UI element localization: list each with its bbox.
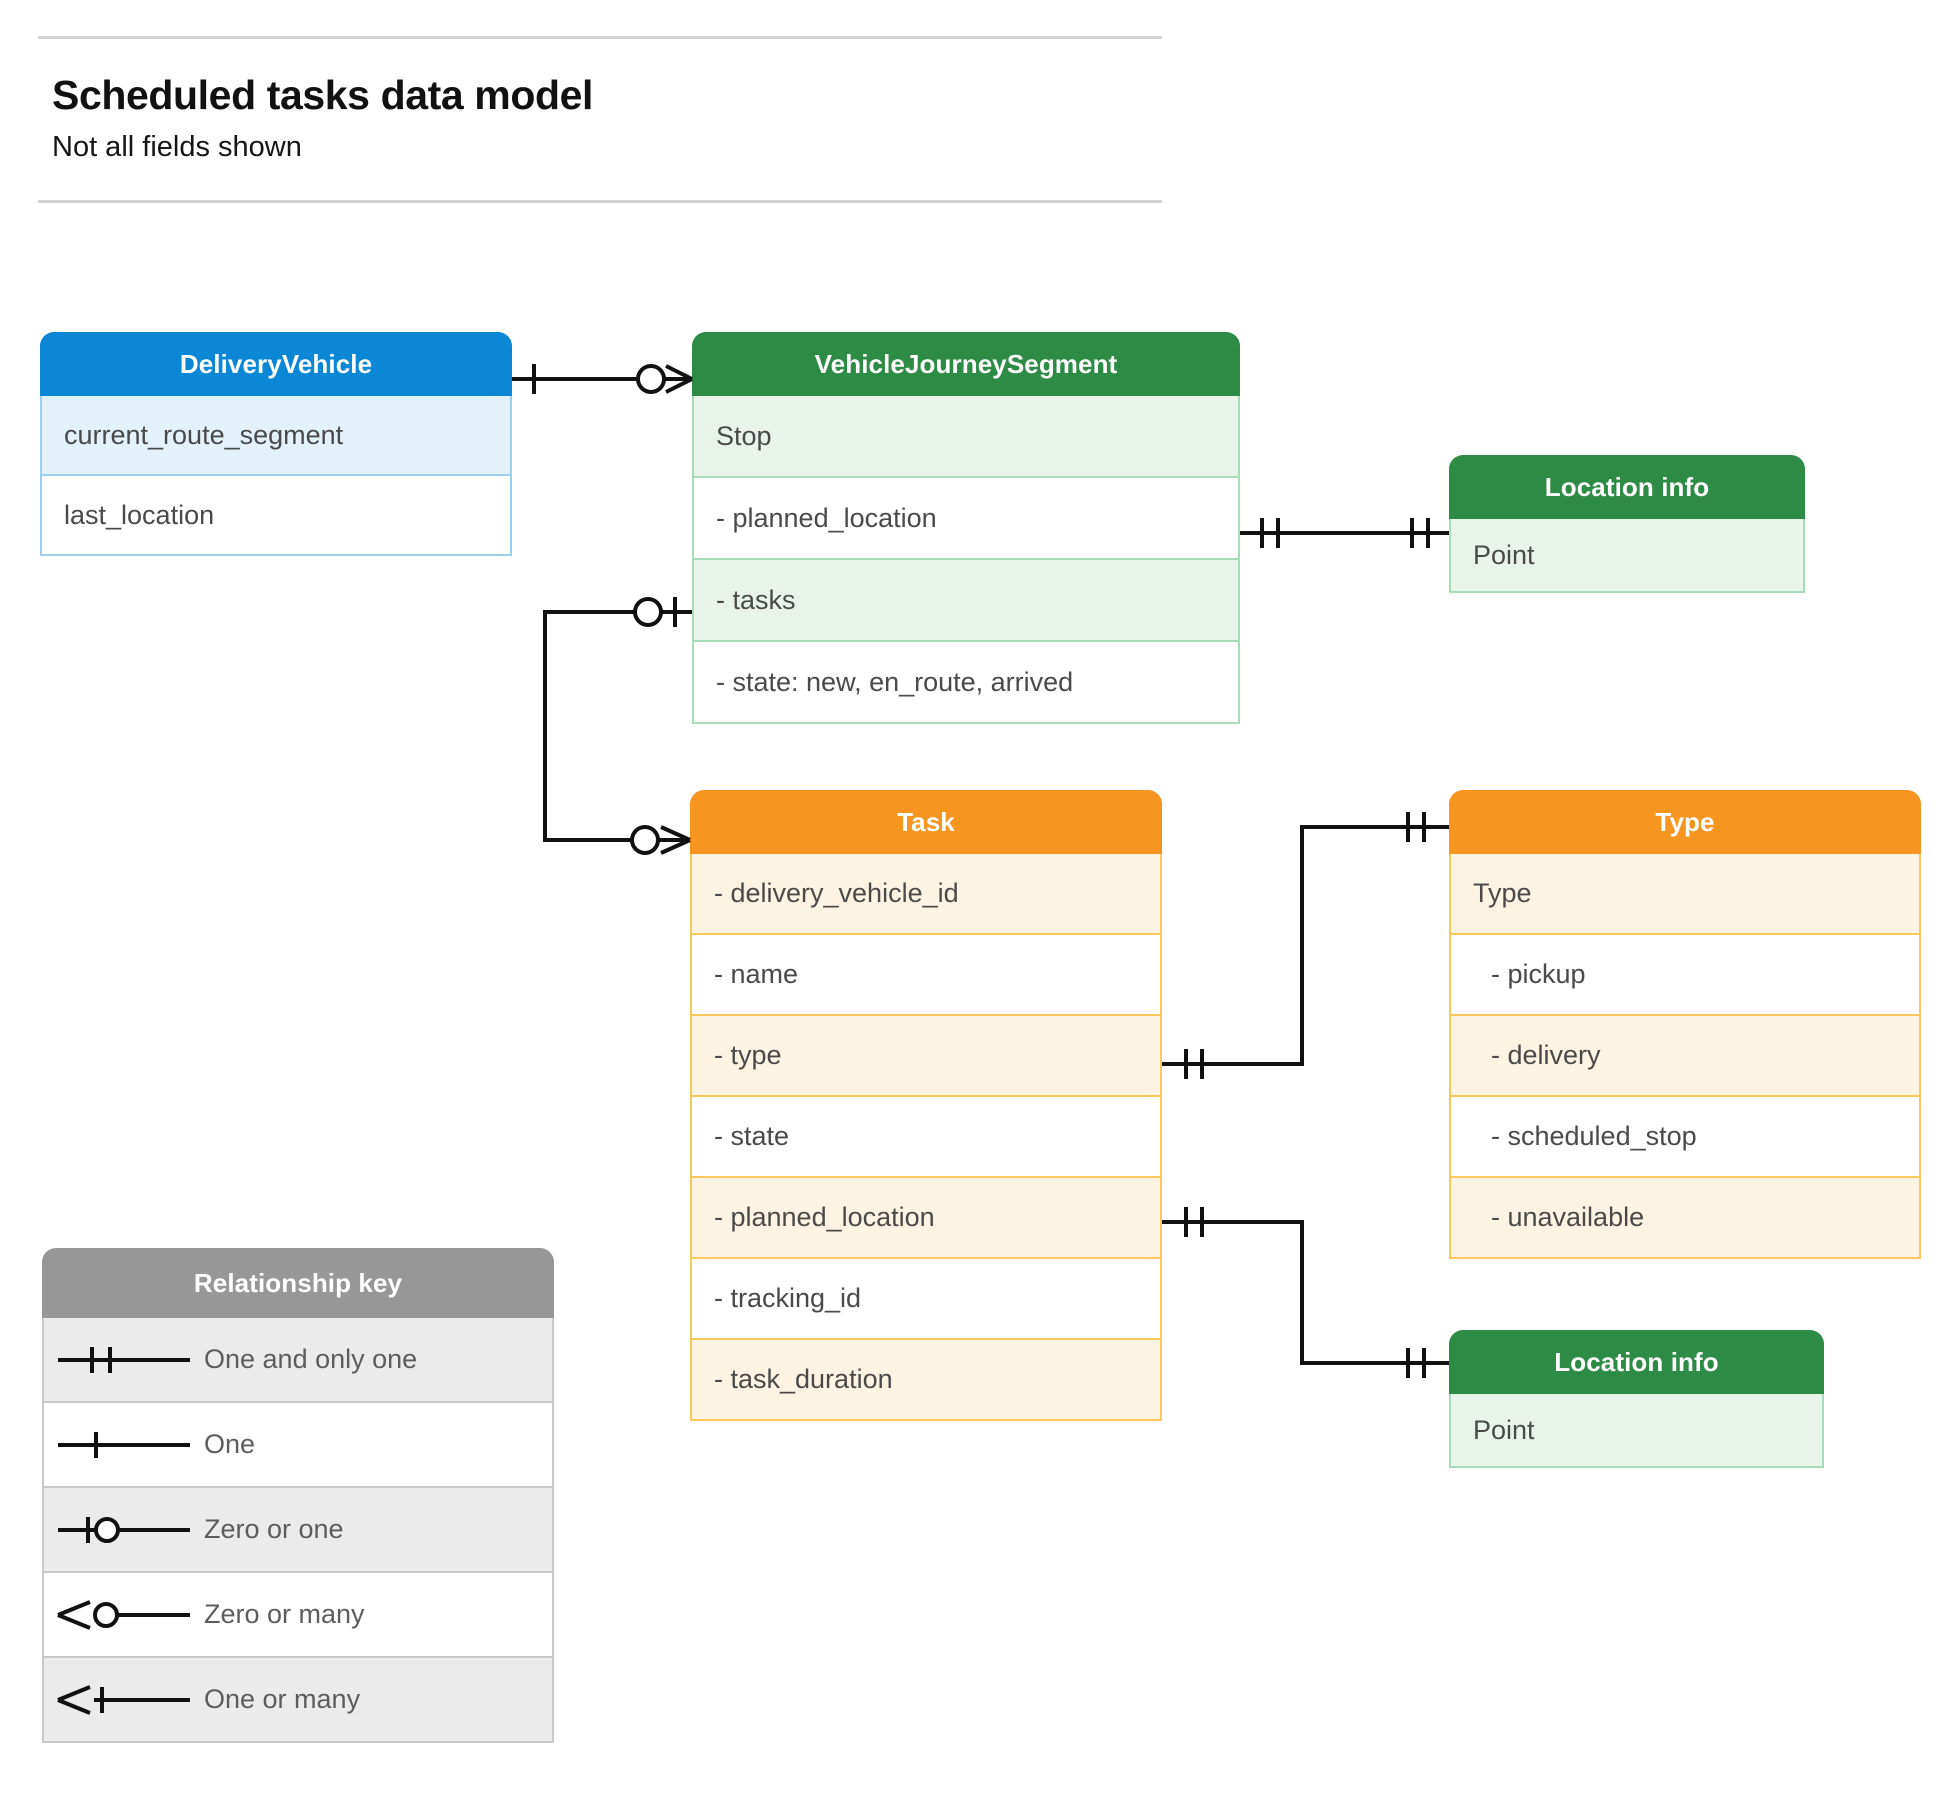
field-task-state: - state bbox=[690, 1097, 1162, 1178]
field-type-type: Type bbox=[1449, 854, 1921, 935]
one-and-only-one-icon bbox=[44, 1340, 204, 1380]
legend-label-zero-or-many: Zero or many bbox=[204, 1599, 365, 1629]
entity-type-title: Type bbox=[1449, 790, 1921, 854]
connector-vjs-plannedlocation-locationinfo bbox=[1240, 518, 1449, 548]
field-type-scheduled-stop: - scheduled_stop bbox=[1449, 1097, 1921, 1178]
legend-label-one: One bbox=[204, 1429, 256, 1459]
field-vjs-tasks: - tasks bbox=[692, 560, 1240, 642]
entity-task-title: Task bbox=[690, 790, 1162, 854]
entity-delivery-vehicle-title: DeliveryVehicle bbox=[40, 332, 512, 396]
field-type-unavailable: - unavailable bbox=[1449, 1178, 1921, 1259]
field-task-tracking-id: - tracking_id bbox=[690, 1259, 1162, 1340]
entity-type[interactable]: Type Type - pickup - delivery - schedule… bbox=[1449, 790, 1921, 1259]
one-icon bbox=[44, 1425, 204, 1465]
connector-deliveryvehicle-vehiclejourneysegment bbox=[512, 364, 693, 394]
one-or-many-icon bbox=[44, 1680, 204, 1720]
page-subtitle: Not all fields shown bbox=[52, 131, 302, 163]
entity-vehicle-journey-segment-title: VehicleJourneySegment bbox=[692, 332, 1240, 396]
field-task-delivery-vehicle-id: - delivery_vehicle_id bbox=[690, 854, 1162, 935]
entity-location-info-bottom[interactable]: Location info Point bbox=[1449, 1330, 1824, 1468]
field-current-route-segment: current_route_segment bbox=[40, 396, 512, 476]
connector-vjs-tasks-task bbox=[543, 597, 692, 855]
field-vjs-planned-location: - planned_location bbox=[692, 478, 1240, 560]
legend-item-one-and-only-one: One and only one bbox=[42, 1318, 554, 1403]
field-task-planned-location: - planned_location bbox=[690, 1178, 1162, 1259]
legend-item-zero-or-many: Zero or many bbox=[42, 1573, 554, 1658]
legend-item-zero-or-one: Zero or one bbox=[42, 1488, 554, 1573]
legend-item-one-or-many: One or many bbox=[42, 1658, 554, 1743]
field-location-info-bottom-point: Point bbox=[1449, 1394, 1824, 1468]
header-divider-bottom bbox=[38, 200, 1162, 203]
entity-task[interactable]: Task - delivery_vehicle_id - name - type… bbox=[690, 790, 1162, 1421]
legend-label-one-or-many: One or many bbox=[204, 1684, 361, 1714]
legend-relationship-key: Relationship key One and only one One bbox=[42, 1248, 554, 1743]
page-title: Scheduled tasks data model bbox=[52, 72, 593, 118]
entity-location-info-top[interactable]: Location info Point bbox=[1449, 455, 1805, 593]
field-location-info-top-point: Point bbox=[1449, 519, 1805, 593]
entity-vehicle-journey-segment[interactable]: VehicleJourneySegment Stop - planned_loc… bbox=[692, 332, 1240, 724]
connector-task-plannedlocation-locationinfo bbox=[1162, 1207, 1449, 1378]
field-stop: Stop bbox=[692, 396, 1240, 478]
field-vjs-state: - state: new, en_route, arrived bbox=[692, 642, 1240, 724]
connector-task-type bbox=[1162, 812, 1449, 1079]
field-last-location: last_location bbox=[40, 476, 512, 556]
field-task-task-duration: - task_duration bbox=[690, 1340, 1162, 1421]
field-type-pickup: - pickup bbox=[1449, 935, 1921, 1016]
legend-label-one-and-only-one: One and only one bbox=[204, 1344, 418, 1374]
legend-label-zero-or-one: Zero or one bbox=[204, 1514, 344, 1544]
zero-or-one-icon bbox=[44, 1510, 204, 1550]
legend-title: Relationship key bbox=[42, 1248, 554, 1318]
legend-item-one: One bbox=[42, 1403, 554, 1488]
zero-or-many-icon bbox=[44, 1595, 204, 1635]
header-divider-top bbox=[38, 36, 1162, 39]
field-type-delivery: - delivery bbox=[1449, 1016, 1921, 1097]
entity-location-info-bottom-title: Location info bbox=[1449, 1330, 1824, 1394]
entity-delivery-vehicle[interactable]: DeliveryVehicle current_route_segment la… bbox=[40, 332, 512, 556]
field-task-type: - type bbox=[690, 1016, 1162, 1097]
entity-location-info-top-title: Location info bbox=[1449, 455, 1805, 519]
field-task-name: - name bbox=[690, 935, 1162, 1016]
